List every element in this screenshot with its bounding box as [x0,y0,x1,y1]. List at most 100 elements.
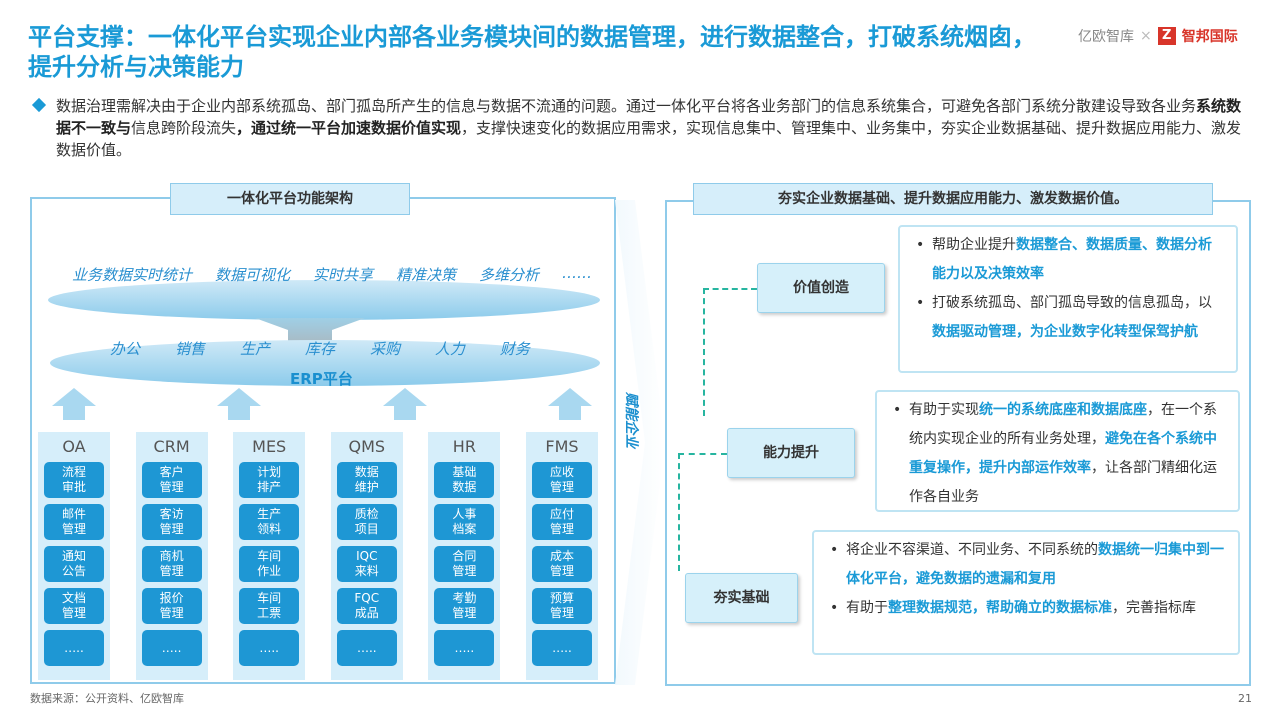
module-cell: 客访 管理 [141,504,202,540]
erp-items: 办公 销售 生产 库存 采购 人力 财务 [110,338,530,359]
module-cell: ….. [141,630,202,666]
module-cell: 成本 管理 [531,546,592,582]
module-cell: IQC 来料 [336,546,397,582]
value-box: 帮助企业提升数据整合、数据质量、数据分析能力以及决策效率 打破系统孤岛、部门孤岛… [898,225,1238,373]
module-cell: 预算 管理 [531,588,592,624]
top-items: 业务数据实时统计 数据可视化 实时共享 精准决策 多维分析 …… [72,264,592,285]
top-item: …… [562,264,592,282]
highlight: 数据统一归集中到一体化平台，避免数据的遗漏和复用 [846,542,1224,587]
diamond-bullet-icon [31,97,47,113]
intro-text: 信息跨阶段流失 [131,119,237,137]
up-arrow-icon [52,388,96,420]
bullet: 有助于整理数据规范，帮助确立的数据标准，完善指标库 [826,594,1226,623]
bullet: 有助于实现统一的系统底座和数据底座，在一个系统内实现企业的所有业务处理，避免在各… [889,396,1226,512]
erp-item: 办公 [110,340,141,358]
node-value-creation: 价值创造 [757,263,885,313]
erp-item: 财务 [499,340,530,358]
bullet: 将企业不容渠道、不同业务、不同系统的数据统一归集中到一体化平台，避免数据的遗漏和… [826,536,1226,594]
text: ，让各部门精细化运作各自业务 [909,460,1217,505]
up-arrow-icon [382,388,427,420]
foundation-box: 将企业不容渠道、不同业务、不同系统的数据统一归集中到一体化平台，避免数据的遗漏和… [812,530,1240,655]
module-cell: ….. [531,630,592,666]
highlight: 统一的系统底座和数据底座 [979,402,1147,418]
module-cell: 车间 工票 [239,588,300,624]
highlight: 避免在各个系统中重复操作，提升内部运作效率 [909,431,1217,476]
page-number: 21 [1238,692,1252,705]
module-cell: ….. [239,630,300,666]
text: 有助于 [846,600,888,616]
node-foundation: 夯实基础 [685,573,798,623]
highlight: 数据驱动管理，为企业数字化转型保驾护航 [932,324,1198,340]
top-item: 精准决策 [396,266,457,284]
top-platform-disc [48,280,600,320]
highlight: 整理数据规范，帮助确立的数据标准 [888,600,1112,616]
top-item: 多维分析 [479,266,540,284]
erp-item: 人力 [434,340,465,358]
module-cell: 应付 管理 [531,504,592,540]
zhibang-logo-icon: Z [1157,27,1176,45]
module-title: MES [252,437,287,456]
up-arrow-icon [217,388,262,420]
text: ，在一个系统内实现企业的所有业务处理， [909,402,1217,447]
intro-bold: ，通过统一平台加速数据价值实现 [236,119,462,137]
module-cell: 文档 管理 [44,588,104,624]
yiou-logo: 亿欧智库 [1078,29,1134,45]
module-title: HR [452,437,476,456]
top-item: 数据可视化 [215,266,291,284]
erp-item: 生产 [239,340,270,358]
intro-bold: 系统数据不一致与 [56,97,1242,137]
text: 有助于实现 [909,402,979,418]
erp-item: 销售 [174,340,205,358]
architecture-header: 一体化平台功能架构 [170,183,410,215]
intro-paragraph: 数据治理需解决由于企业内部系统孤岛、部门孤岛所产生的信息与数据不流通的问题。通过… [31,95,1254,161]
value-header: 夯实企业数据基础、提升数据应用能力、激发数据价值。 [693,183,1213,215]
module-column-hr: HR 基础 数据人事 档案合同 管理考勤 管理 ….. [428,432,501,680]
module-cell: 合同 管理 [434,546,495,582]
erp-label: ERP平台 [290,370,353,388]
page-title: 平台支撑：一体化平台实现企业内部各业务模块间的数据管理，进行数据整合，打破系统烟… [28,23,1036,81]
erp-item: 采购 [369,340,400,358]
module-cell: 商机 管理 [141,546,202,582]
module-title: CRM [153,437,190,456]
module-cell: 应收 管理 [531,462,592,498]
top-item: 业务数据实时统计 [72,266,193,284]
module-cell: ….. [44,630,104,666]
text: 帮助企业提升 [932,237,1016,253]
text: 打破系统孤岛、部门孤岛导致的信息孤岛，以 [932,295,1212,311]
module-cell: 质检 项目 [336,504,397,540]
module-cell: 客户 管理 [141,462,202,498]
module-cell: FQC 成品 [336,588,397,624]
data-source: 数据来源：公开资料、亿欧智库 [30,692,184,705]
intro-text: ，支撑快速变化的数据应用需求，实现信息集中、管理集中、业务集中，夯实企业数据基础… [56,119,1242,159]
module-cell: ….. [434,630,495,666]
module-title: OA [62,437,86,456]
up-arrows [52,388,592,420]
cross-separator: × [1140,28,1152,44]
erp-item: 库存 [304,340,335,358]
zhibang-logo: 智邦国际 [1181,29,1238,45]
module-column-qms: QMS 数据 维护质检 项目 IQC 来料 FQC 成品 ….. [330,432,403,680]
architecture-panel [30,197,616,684]
connector-2 [678,453,727,571]
module-cell: 数据 维护 [336,462,397,498]
module-cell: 车间 作业 [239,546,300,582]
module-cell: 人事 档案 [434,504,495,540]
bullet: 打破系统孤岛、部门孤岛导致的信息孤岛，以数据驱动管理，为企业数字化转型保驾护航 [912,289,1224,347]
module-cell: 邮件 管理 [44,504,104,540]
middle-label: 赋能企业 [623,392,639,448]
module-cell: 考勤 管理 [434,588,495,624]
up-arrow-icon [547,388,592,420]
capability-box: 有助于实现统一的系统底座和数据底座，在一个系统内实现企业的所有业务处理，避免在各… [875,390,1240,512]
module-title: QMS [348,437,386,456]
module-title: FMS [545,437,579,456]
module-column-fms: FMS 应收 管理应付 管理成本 管理预算 管理 ….. [525,432,598,680]
module-cell: 计划 排产 [239,462,300,498]
bullet: 帮助企业提升数据整合、数据质量、数据分析能力以及决策效率 [912,231,1224,289]
module-cell: ….. [336,630,397,666]
highlight: 数据整合、数据质量、数据分析能力以及决策效率 [932,237,1212,282]
module-cell: 流程 审批 [44,462,104,498]
module-cell: 基础 数据 [434,462,495,498]
